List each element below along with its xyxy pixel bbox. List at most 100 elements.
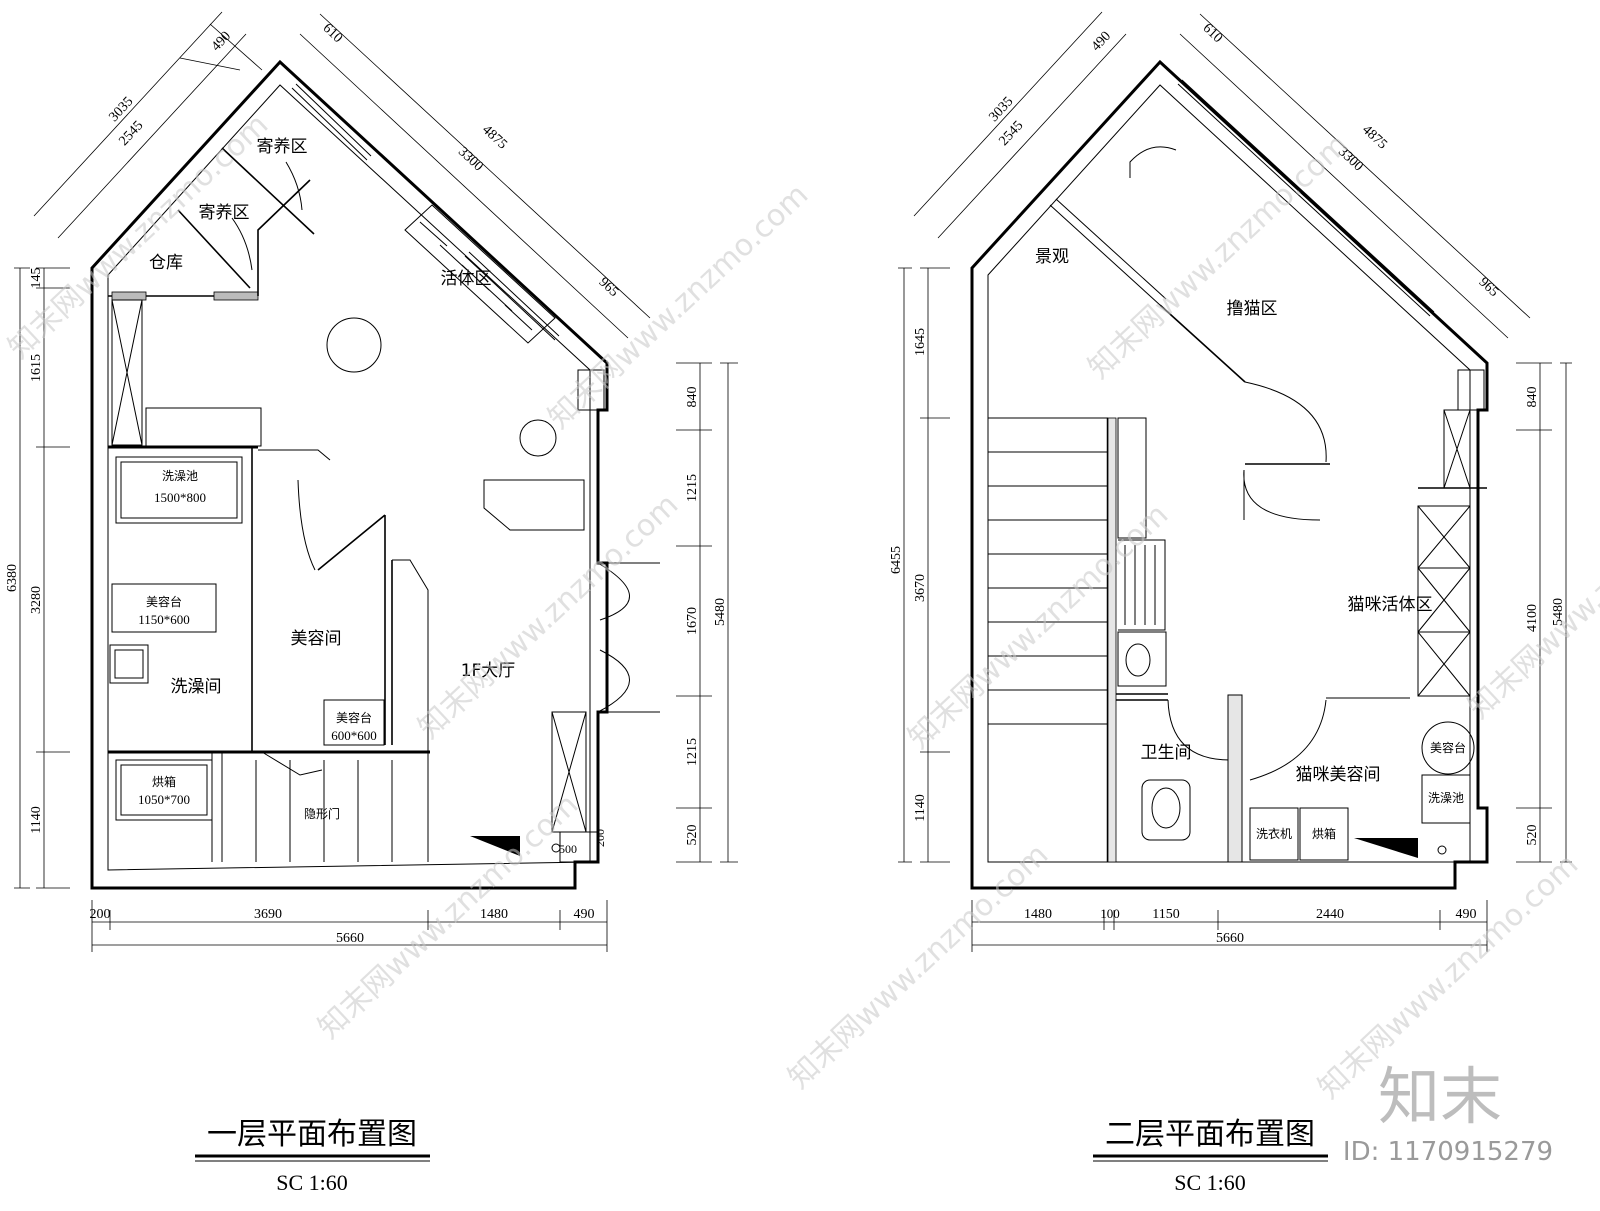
svg-text:5480: 5480 <box>713 598 728 626</box>
svg-text:6455: 6455 <box>889 546 904 574</box>
svg-text:520: 520 <box>1525 825 1540 846</box>
plan1-bath-door <box>258 449 331 461</box>
plan2-outer-wall <box>970 59 1489 890</box>
plan1-reception-desk <box>483 479 585 531</box>
plan1-door-swing-b <box>285 161 303 211</box>
plan1-dim-200: 200 <box>593 829 607 847</box>
plan2-label-cat-grooming: 猫咪美容间 <box>1296 765 1381 785</box>
plan1-label-activity: 活体区 <box>441 269 492 289</box>
plan1-label-bathroom: 洗澡间 <box>171 677 222 697</box>
plan1-label-grooming-table2-size: 600*600 <box>331 728 377 743</box>
plan2-wc-basin <box>1117 631 1167 687</box>
plan1-title: 一层平面布置图 <box>207 1117 417 1152</box>
plan2-toilet <box>1141 779 1191 841</box>
plan2-label-cat-activity: 猫咪活体区 <box>1348 595 1433 615</box>
plan1-label-boarding-a: 寄养区 <box>257 137 308 157</box>
svg-text:490: 490 <box>1456 907 1477 922</box>
plan1-label-grooming-table: 美容台 <box>146 594 182 609</box>
watermark-e: 知末网www.znzmo.com <box>782 837 1056 1096</box>
plan2-curve-wall <box>1129 146 1177 178</box>
plan1-label-boarding-b: 寄养区 <box>199 203 250 223</box>
plan2-wall-cabinet <box>1117 417 1147 539</box>
watermark-i: 知末网www.znzmo.com <box>2 107 276 366</box>
svg-text:1215: 1215 <box>685 738 700 766</box>
plan1-label-bathtub-size: 1500*800 <box>154 490 206 505</box>
plan1-activity-shelves <box>404 204 556 344</box>
plan1-round-table-b <box>519 419 557 457</box>
svg-text:965: 965 <box>596 275 622 300</box>
plan2-bottom-dims: 1480 100 1150 2440 490 5660 <box>971 900 1488 952</box>
watermark-logo: 知末 <box>1378 1060 1502 1133</box>
plan2-left-dims: 1645 3670 1140 6455 <box>889 267 950 863</box>
plan2-railing <box>1159 304 1246 383</box>
plan2-label-grooming-table: 美容台 <box>1430 740 1466 755</box>
svg-text:5480: 5480 <box>1551 598 1566 626</box>
plan2-door-swing <box>1244 381 1327 463</box>
plan1-stairs <box>221 755 429 862</box>
svg-text:6380: 6380 <box>5 564 20 592</box>
plan1-label-grooming-table2: 美容台 <box>336 710 372 725</box>
plan1-sink <box>109 644 149 684</box>
plan1-label-hidden-door: 隐形门 <box>304 806 340 821</box>
plan1-grooming-table2 <box>323 699 385 746</box>
watermark-b: 知末网www.znzmo.com <box>412 487 686 746</box>
plan2-diag-left-dims: 490 2545 3035 <box>913 11 1127 239</box>
plan-1: 寄养区 寄养区 仓库 活体区 洗澡池 1500*800 美容台 1150*600… <box>5 11 738 1195</box>
svg-text:1670: 1670 <box>685 607 700 635</box>
svg-text:3690: 3690 <box>254 907 282 922</box>
plan2-label-wc: 卫生间 <box>1141 743 1192 763</box>
svg-text:610: 610 <box>1200 21 1226 46</box>
plan1-diag-right-dims: 610 3300 4875 965 <box>299 13 651 339</box>
watermark-a: 知末网www.znzmo.com <box>542 177 816 436</box>
svg-text:100: 100 <box>1100 906 1120 921</box>
watermark-f: 知末网www.znzmo.com <box>1082 127 1356 386</box>
plan2-grooming-table <box>1421 721 1475 775</box>
svg-text:1645: 1645 <box>913 328 928 356</box>
plan1-hidden-door <box>261 751 323 776</box>
svg-text:145: 145 <box>29 268 44 289</box>
plan1-label-grooming-room: 美容间 <box>291 629 342 649</box>
plan1-outer-wall <box>90 59 609 890</box>
plan1-boarding-wall <box>257 179 311 296</box>
plan1-grooming-table <box>111 583 217 633</box>
svg-text:840: 840 <box>685 387 700 408</box>
svg-text:2440: 2440 <box>1316 907 1344 922</box>
svg-text:490: 490 <box>574 907 595 922</box>
plan1-oven <box>115 759 213 821</box>
watermark-id: ID: 1170915279 <box>1343 1137 1553 1167</box>
plan1-dim-500: 500 <box>559 842 577 856</box>
plan2-label-oven: 烘箱 <box>1312 826 1336 841</box>
svg-text:3670: 3670 <box>913 574 928 602</box>
plan1-inner-wall <box>107 84 591 871</box>
watermark-c: 知末网www.znzmo.com <box>312 787 586 1046</box>
svg-text:1150: 1150 <box>1152 907 1179 922</box>
plan1-label-hall: 1F大厅 <box>461 661 516 681</box>
plan1-left-cabinet <box>111 299 143 446</box>
plan2-bathtub <box>1421 774 1471 824</box>
svg-text:520: 520 <box>685 825 700 846</box>
watermark-h: 知末网www.znzmo.com <box>1462 467 1600 726</box>
plan1-label-oven: 烘箱 <box>152 774 176 789</box>
svg-text:5660: 5660 <box>1216 931 1244 946</box>
svg-text:610: 610 <box>320 21 346 46</box>
plan1-door-swing-a <box>231 217 253 271</box>
svg-text:5660: 5660 <box>336 931 364 946</box>
plan1-right-dims: 840 1215 1670 1215 520 5480 <box>676 362 738 863</box>
plan1-entrance-doors <box>597 562 630 713</box>
svg-text:200: 200 <box>90 907 111 922</box>
svg-text:965: 965 <box>1476 275 1502 300</box>
watermark-d: 知末网www.znzmo.com <box>902 497 1176 756</box>
plan2-scale: SC 1:60 <box>1174 1170 1246 1195</box>
svg-text:2545: 2545 <box>996 118 1026 149</box>
plan1-grooming-wall <box>317 514 393 745</box>
svg-text:1215: 1215 <box>685 474 700 502</box>
plan1-left-dims: 145 1615 3280 1140 6380 <box>5 268 70 889</box>
plan1-round-table-a <box>326 317 382 373</box>
plan1-corner-block <box>577 369 605 411</box>
svg-text:4100: 4100 <box>1525 604 1540 632</box>
svg-text:4875: 4875 <box>479 122 510 152</box>
plan2-landscape-strip <box>1049 198 1167 306</box>
plan1-counter <box>145 407 262 447</box>
plan2-label-cat-pet: 撸猫区 <box>1227 299 1278 319</box>
